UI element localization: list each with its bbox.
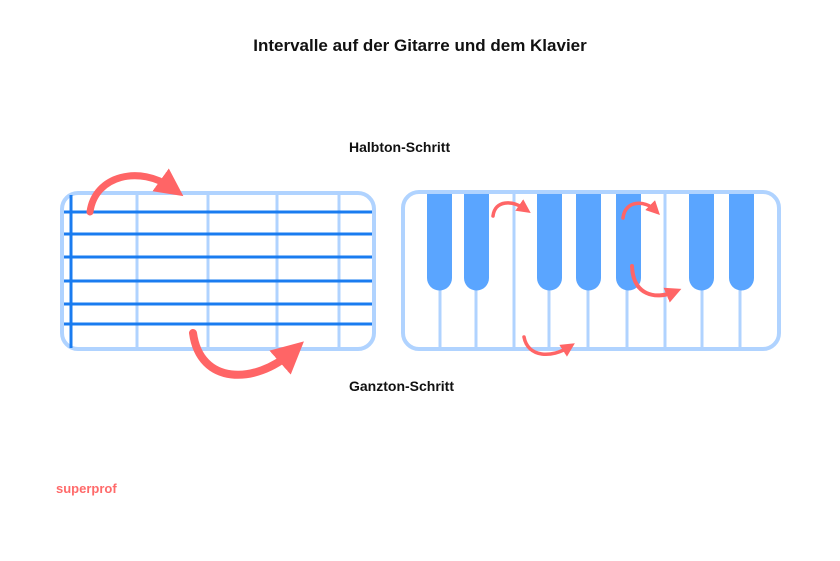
piano-step-arrows: [491, 199, 682, 357]
half-step-arrow-icon: [86, 168, 184, 216]
piano-keyboard: [401, 190, 781, 357]
fretboard-frame: [60, 191, 376, 351]
whole-step-arrow-icon: [630, 264, 682, 303]
whole-step-arrow-icon: [189, 329, 304, 379]
superprof-logo: superprof: [56, 481, 117, 496]
diagram-title: Intervalle auf der Gitarre und dem Klavi…: [253, 36, 587, 55]
white-key-dividers: [438, 194, 742, 348]
whole-step-label: Ganzton-Schritt: [349, 378, 454, 394]
half-step-label: Halbton-Schritt: [349, 139, 451, 155]
whole-step-arrow-icon: [522, 335, 575, 357]
guitar-fretboard: [60, 168, 376, 379]
strings: [64, 210, 372, 326]
frets: [135, 194, 341, 348]
half-step-arrow-icon: [491, 199, 531, 218]
black-keys: [427, 194, 754, 291]
half-step-arrow-icon: [621, 200, 660, 220]
